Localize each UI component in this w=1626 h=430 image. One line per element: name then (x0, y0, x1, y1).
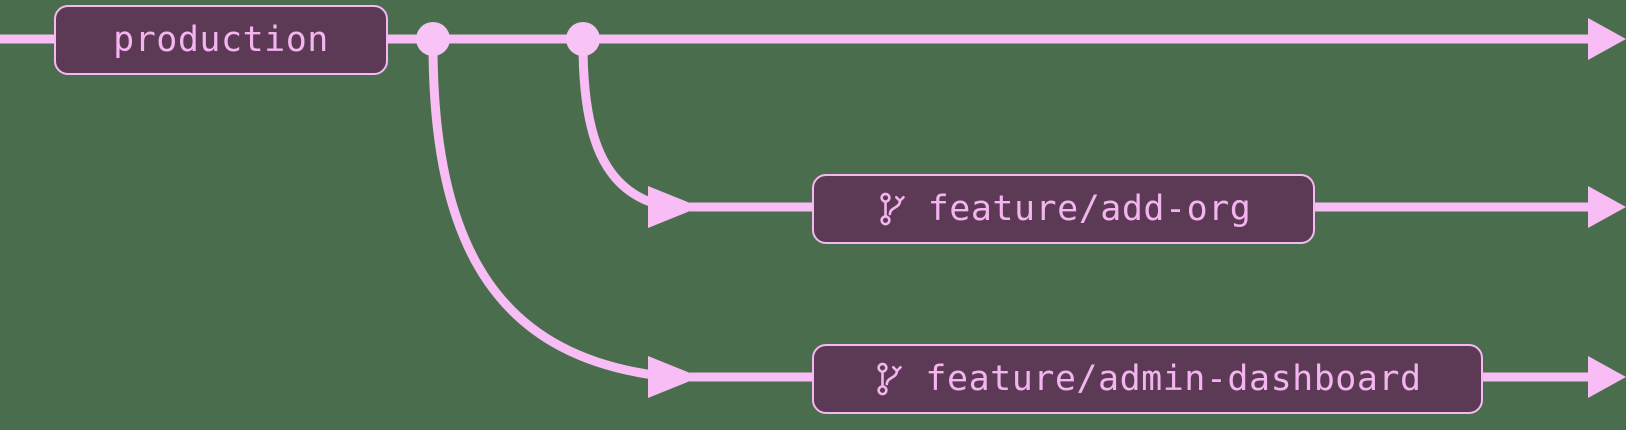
branch-node-feature-admin-dashboard[interactable]: feature/admin-dashboard (812, 344, 1483, 414)
production-lane-arrowhead (1588, 18, 1626, 60)
git-branch-icon (876, 189, 910, 229)
lane-admin-dashboard (1478, 356, 1626, 398)
admin-dashboard-branch-curve (428, 43, 671, 382)
branch-label-feature-admin-dashboard: feature/admin-dashboard (925, 358, 1422, 399)
branch-label-feature-add-org: feature/add-org (927, 188, 1252, 229)
add-org-branch-arrowhead (648, 186, 700, 228)
add-org-branch-curve (578, 43, 671, 212)
git-branch-icon (873, 359, 907, 399)
branch-label-production: production (113, 19, 329, 60)
branch-node-feature-add-org[interactable]: feature/add-org (812, 174, 1315, 244)
edge-production-to-admin-dashboard (428, 43, 820, 398)
commit-dot-2[interactable] (566, 22, 600, 56)
add-org-lane-arrowhead (1588, 186, 1626, 228)
edge-production-to-add-org (578, 43, 820, 228)
branch-node-production[interactable]: production (54, 5, 388, 75)
commit-dot-1[interactable] (416, 22, 450, 56)
lane-add-org (1310, 186, 1626, 228)
admin-dashboard-branch-arrowhead (648, 356, 700, 398)
admin-dashboard-lane-arrowhead (1588, 356, 1626, 398)
